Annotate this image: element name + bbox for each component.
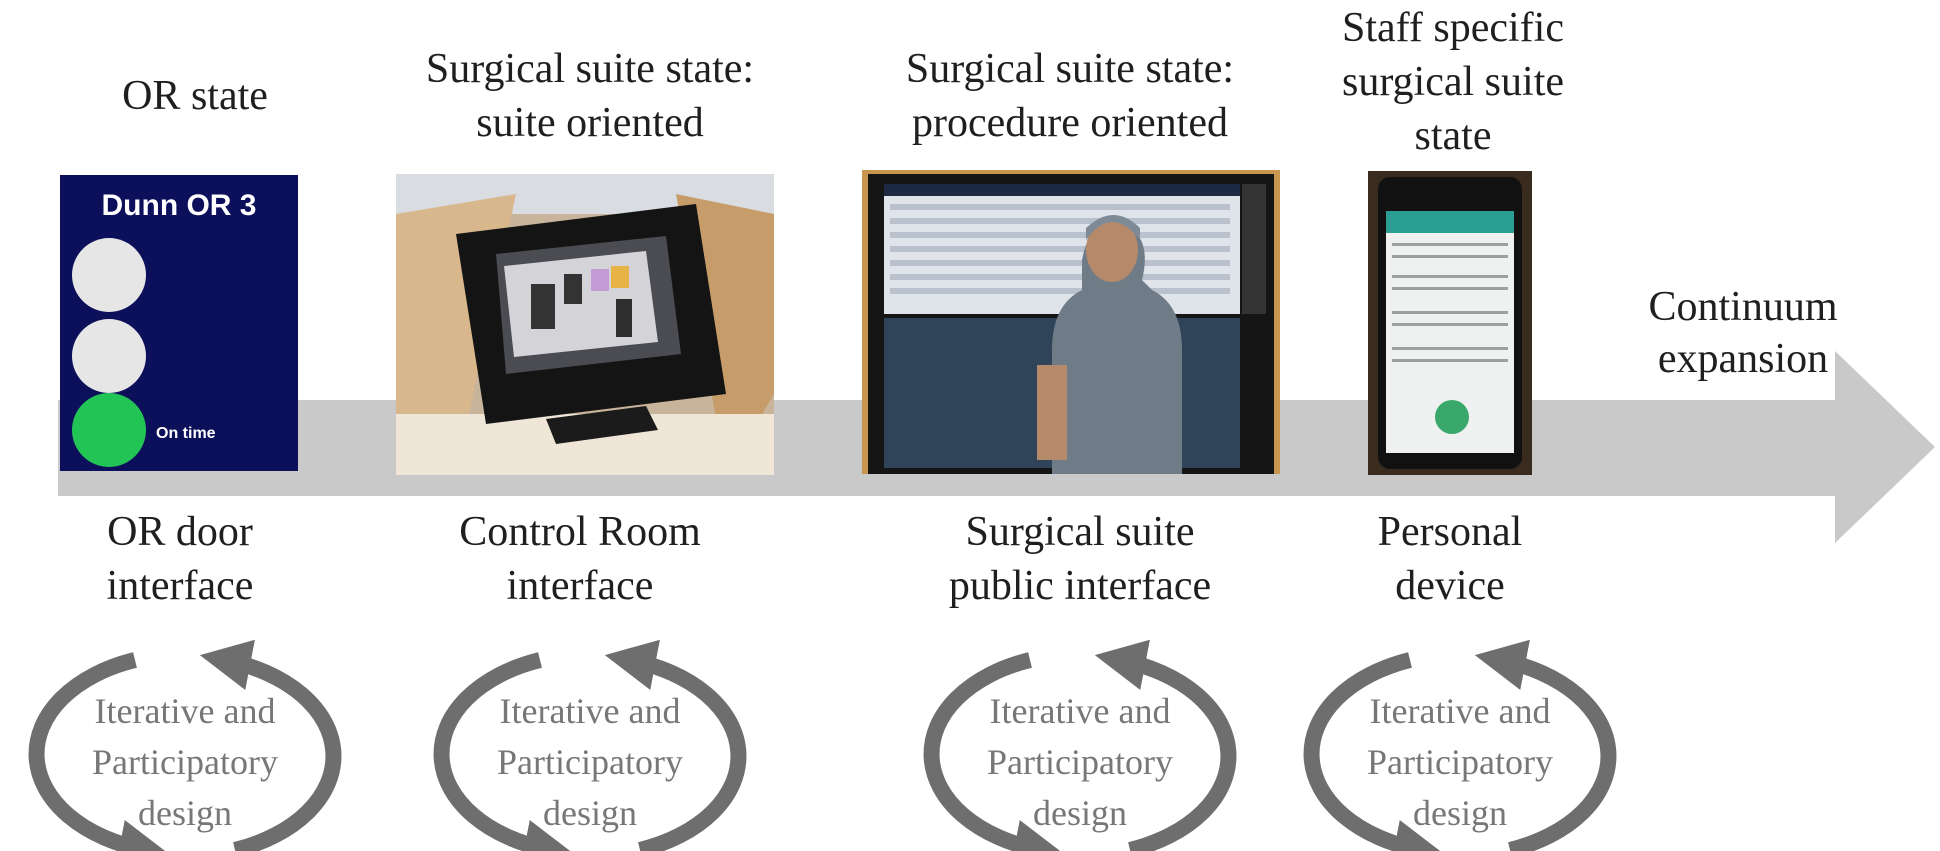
label-public-interface: Surgical suite public interface: [948, 509, 1212, 609]
cycle-arrow-right-1: [199, 639, 342, 851]
label-or-door-interface: OR door interface: [106, 509, 254, 609]
or-door-display: Dunn OR 3 On time: [60, 175, 298, 471]
label-or-state: OR state: [122, 73, 268, 119]
label-control-room-interface: Control Room interface: [459, 509, 701, 609]
cycle-arrow-left-3: [923, 652, 1066, 851]
control-room-photo: [396, 174, 774, 475]
label-suite-oriented: Surgical suite state: suite oriented: [425, 46, 755, 146]
label-procedure-oriented: Surgical suite state: procedure oriented: [905, 46, 1235, 146]
public-interface-photo: [862, 170, 1280, 474]
cycle-arrow-left-4: [1303, 652, 1446, 851]
status-light-1: [72, 238, 146, 312]
cycle-arrow-left-1: [28, 652, 171, 851]
cycle-arrow-right-2: [604, 639, 747, 851]
status-light-3: [72, 393, 146, 467]
personal-device-photo: [1368, 171, 1532, 475]
label-staff-specific: Staff specific surgical suite state: [1341, 5, 1565, 159]
cycle-arrow-right-3: [1094, 639, 1237, 851]
or-status-text: On time: [156, 425, 216, 442]
status-light-2: [72, 319, 146, 393]
cycle-arrow-left-2: [433, 652, 576, 851]
or-room-title: Dunn OR 3: [101, 189, 257, 222]
cycle-arrow-right-4: [1474, 639, 1617, 851]
arrow-label: Continuum expansion: [1648, 284, 1838, 382]
label-personal-device: Personal device: [1377, 509, 1523, 609]
